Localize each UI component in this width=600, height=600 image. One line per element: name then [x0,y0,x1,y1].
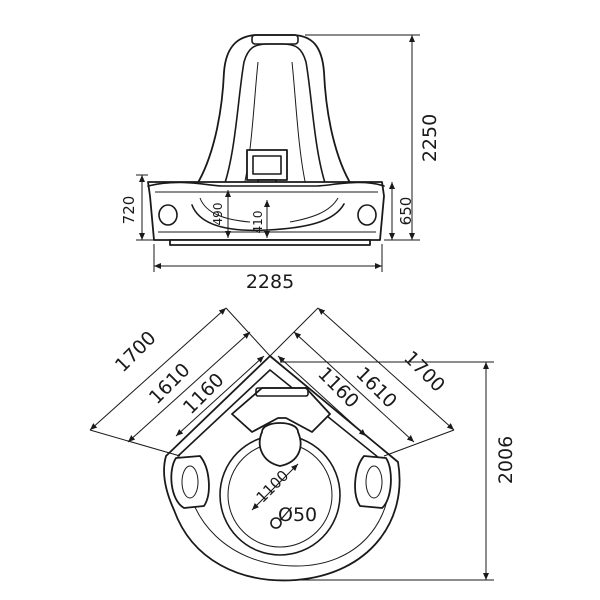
column-top-cap [251,34,299,45]
dim-line-bowl [251,463,299,511]
side-pod-left [170,455,210,509]
dim-line-right-inner [277,355,367,437]
dim-inner-depth: 490 [211,203,225,226]
dim-line-left-inner [175,355,265,437]
dim-right-middle: 1610 [351,363,401,413]
ext-left-top [225,307,271,357]
dim-total-height: 2250 [419,114,441,162]
top-view: 1100 Ø50 1700 1610 1160 1700 1610 1160 2… [89,307,517,582]
drain-icon [270,517,282,529]
headrest-left [158,204,178,226]
dim-left-outer: 1700 [111,327,161,377]
dim-line-left-outer [89,307,227,431]
headrest-right [357,204,377,226]
pod-right-pillow [365,465,383,499]
rim-inner-edge [185,461,391,567]
dim-drain: Ø50 [278,504,317,526]
pod-left-pillow [181,465,199,499]
front-view: 2250 650 720 490 410 2285 [120,34,441,293]
ext-right-outer [383,429,455,457]
tub-body [147,181,385,241]
dim-right-outer: 1700 [399,347,449,397]
side-pod-right [354,455,392,509]
dim-tub-height: 720 [120,196,138,225]
dim-depth: 2006 [495,436,517,484]
tub-skirt [169,239,371,246]
seat-top-view [258,422,302,467]
dim-rim-height: 650 [397,197,415,226]
ext-left-outer [89,429,181,457]
tub-rim [147,181,385,187]
dim-seat-height: 410 [251,211,265,234]
control-panel-inner [252,155,282,175]
tub-inner-curve-2 [199,197,339,223]
dim-width: 2285 [246,271,294,293]
